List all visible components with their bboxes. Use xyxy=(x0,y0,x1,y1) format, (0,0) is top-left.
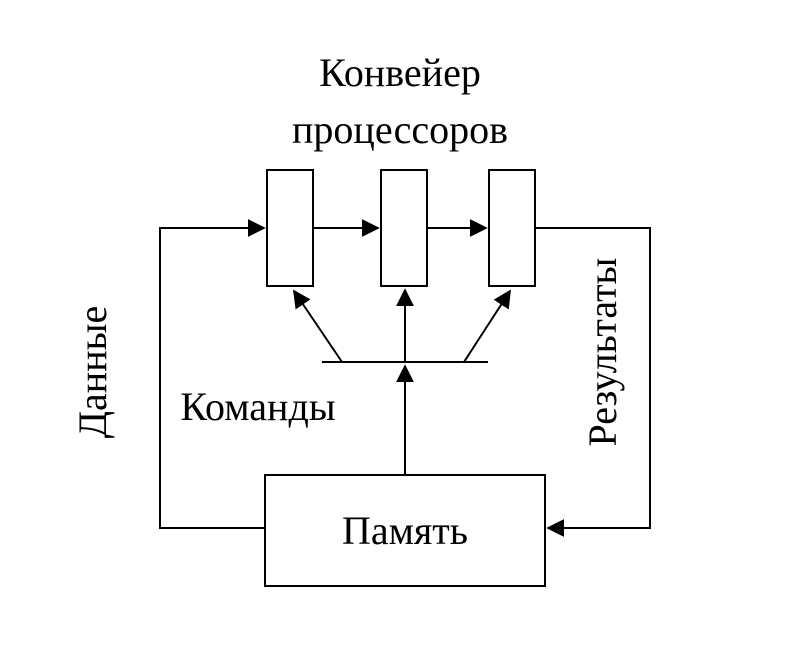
bus-to-processor1-arrow xyxy=(292,289,343,363)
commands-label: Команды xyxy=(180,384,335,429)
memory-box xyxy=(264,474,546,587)
memory-label: Память xyxy=(342,508,468,553)
processor-box-2 xyxy=(380,169,428,287)
results-flow-arrow xyxy=(535,227,651,537)
results-label: Результаты xyxy=(580,258,625,447)
data-label: Данные xyxy=(70,306,115,438)
data-flow-arrow xyxy=(159,219,266,529)
diagram-title-line1: Конвейер xyxy=(319,50,481,95)
processor-box-3 xyxy=(488,169,536,287)
processor-box-1 xyxy=(266,169,314,287)
bus-to-processor3-arrow xyxy=(463,289,511,363)
diagram-title-line2: процессоров xyxy=(292,107,508,152)
diagram-lines xyxy=(159,169,651,587)
